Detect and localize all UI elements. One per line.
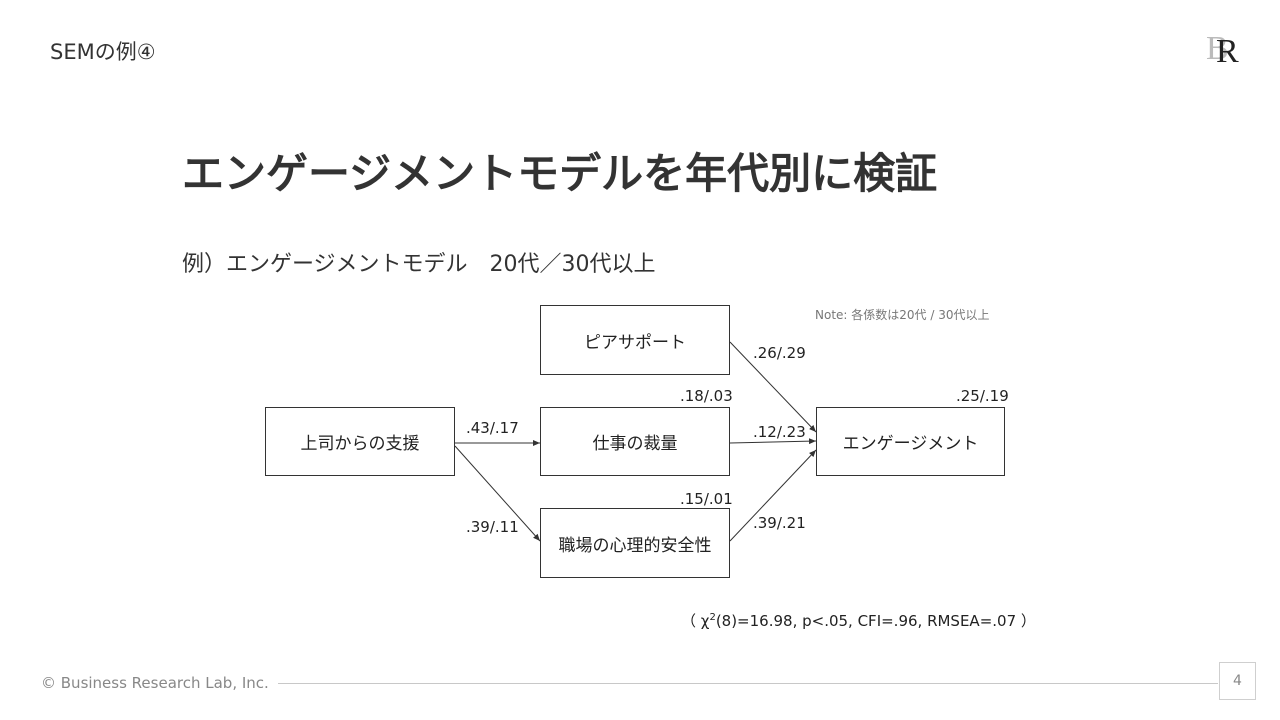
node-engagement: エンゲージメント	[816, 407, 1005, 476]
coef-boss-to-workload: .43/.17	[466, 419, 519, 437]
arrow-boss-to-psych	[454, 445, 541, 542]
copyright: © Business Research Lab, Inc.	[41, 674, 269, 692]
coef-workload-to-engagement: .12/.23	[753, 423, 806, 441]
svg-text:R: R	[1216, 33, 1239, 68]
node-boss-support: 上司からの支援	[265, 407, 455, 476]
fit-superscript: 2	[709, 612, 716, 623]
arrow-peer-to-engagement	[729, 341, 817, 433]
node-psych-safety: 職場の心理的安全性	[540, 508, 730, 578]
coef-psych-to-engagement: .39/.21	[753, 514, 806, 532]
slide-title: エンゲージメントモデルを年代別に検証	[182, 149, 938, 198]
footer-divider	[278, 683, 1218, 684]
slide-subtitle: 例）エンゲージメントモデル 20代／30代以上	[182, 252, 656, 277]
model-fit-indices: （ χ2(8)=16.98, p<.05, CFI=.96, RMSEA=.07…	[681, 610, 1036, 631]
arrow-workload-to-engagement	[729, 438, 817, 445]
coefficient-note: Note: 各係数は20代 / 30代以上	[815, 308, 990, 322]
coef-peer-to-engagement: .26/.29	[753, 344, 806, 362]
r2-workload: .18/.03	[680, 387, 733, 405]
fit-rest: (8)=16.98, p<.05, CFI=.96, RMSEA=.07 ）	[715, 612, 1036, 630]
coef-boss-to-psych: .39/.11	[466, 518, 519, 536]
section-title: SEMの例④	[50, 40, 156, 64]
r2-engagement: .25/.19	[956, 387, 1009, 405]
page-number: 4	[1219, 662, 1256, 700]
fit-open: （ χ	[681, 612, 710, 630]
node-peer-support: ピアサポート	[540, 305, 730, 375]
node-workload: 仕事の裁量	[540, 407, 730, 476]
r2-psych-safety: .15/.01	[680, 490, 733, 508]
svg-text:B: B	[1206, 30, 1229, 67]
arrow-psych-to-engagement	[729, 449, 817, 542]
company-logo: B R	[1206, 30, 1239, 68]
